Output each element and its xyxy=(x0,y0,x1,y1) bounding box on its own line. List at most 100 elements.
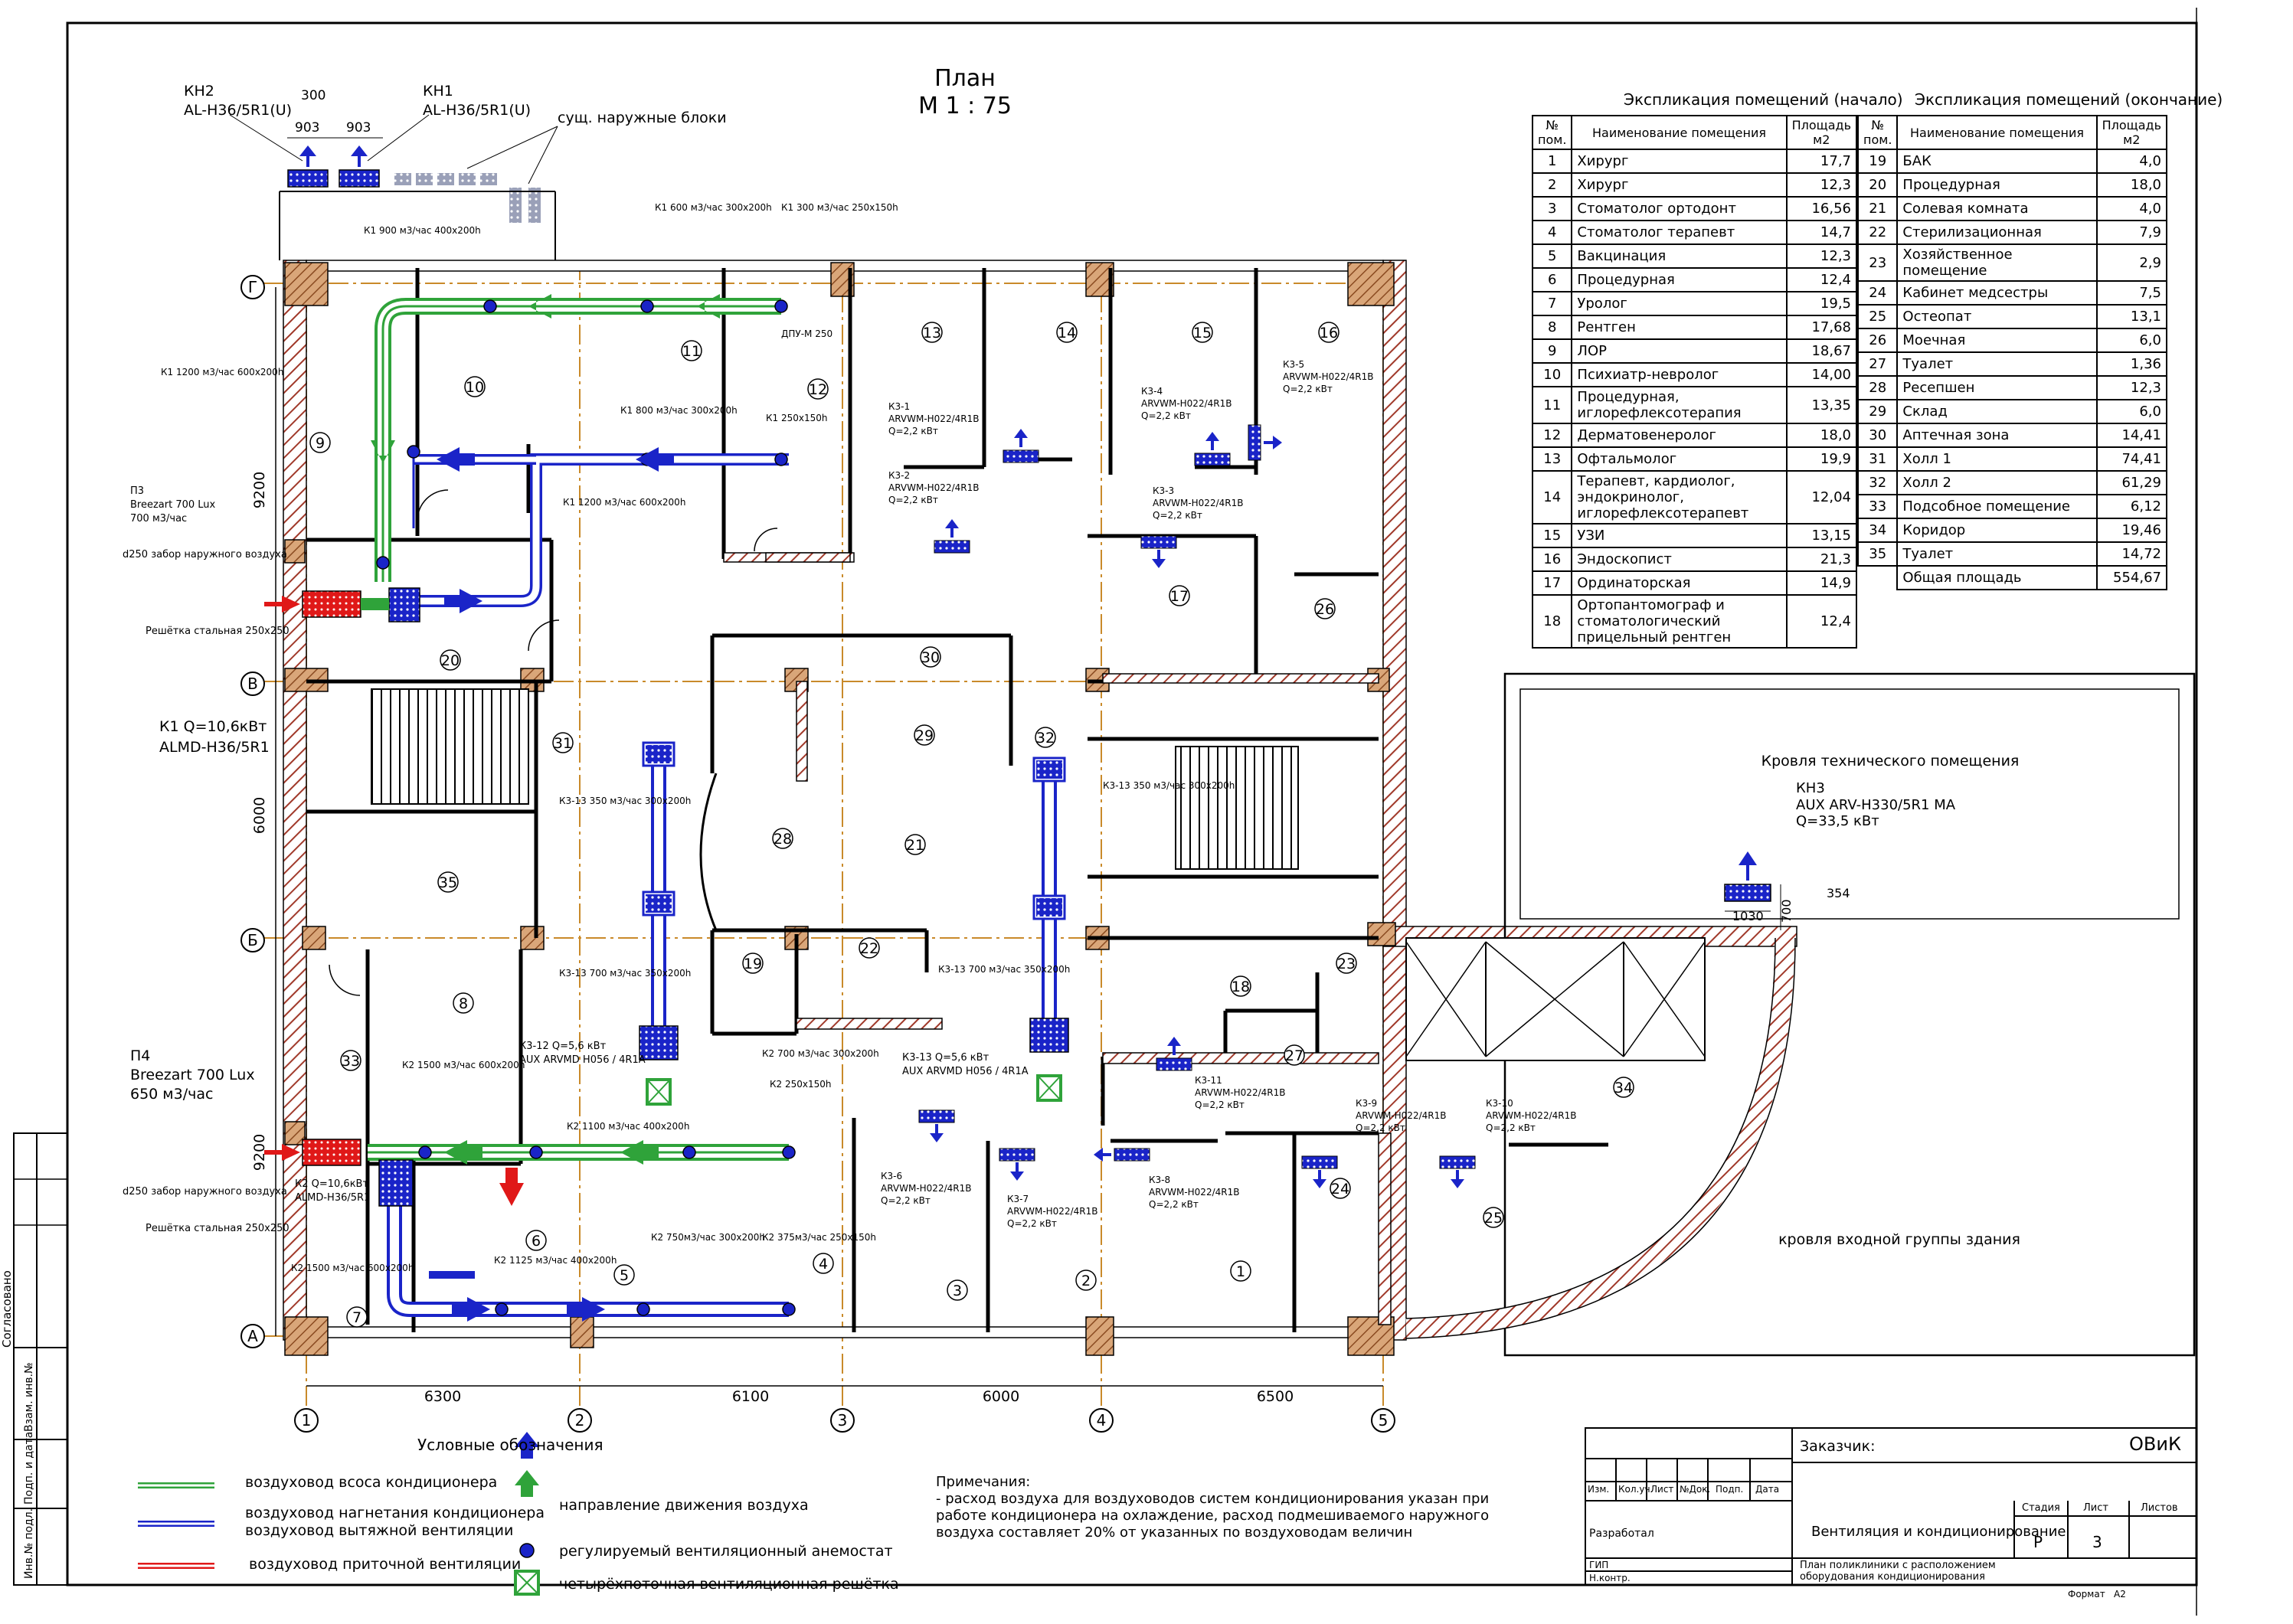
explication-title-end: Экспликация помещений (окончание) xyxy=(1915,90,2223,109)
room-name-cell: Офтальмолог xyxy=(1571,446,1788,472)
room-num-cell: 35 xyxy=(1856,541,1899,567)
total-area-label: Общая площадь xyxy=(1896,565,2098,590)
legend-graphics xyxy=(138,1432,540,1596)
svg-text:9200: 9200 xyxy=(251,472,268,508)
room-num-cell: 13 xyxy=(1531,446,1573,472)
svg-text:ARVWM-H022/4R1B: ARVWM-H022/4R1B xyxy=(1195,1087,1285,1098)
stamp-sign-date: Подп. и дата xyxy=(23,1432,35,1505)
svg-text:ARVWM-H022/4R1B: ARVWM-H022/4R1B xyxy=(1007,1206,1097,1217)
svg-text:13: 13 xyxy=(923,325,941,341)
p4-supply-unit xyxy=(302,1139,361,1166)
svg-text:9200: 9200 xyxy=(251,1134,268,1171)
svg-text:31: 31 xyxy=(554,735,572,752)
room-area-cell: 4,0 xyxy=(2095,196,2168,221)
notes-title: Примечания: xyxy=(936,1474,1031,1490)
svg-text:ARVWM-H022/4R1B: ARVWM-H022/4R1B xyxy=(1356,1110,1446,1121)
outdoor-units-top xyxy=(279,145,556,260)
col-area-header: Площадь м2 xyxy=(1785,115,1858,150)
dim-300: 300 xyxy=(301,88,325,103)
svg-text:Q=2,2 кВт: Q=2,2 кВт xyxy=(888,426,938,436)
plan-scale: М 1 : 75 xyxy=(918,93,1012,119)
legend-grille: четырёхпоточная вентиляционная решётка xyxy=(559,1576,899,1593)
tb-col-izm: Изм. xyxy=(1588,1484,1610,1495)
room-name-cell: Терапевт, кардиолог, эндокринолог, иглор… xyxy=(1571,470,1788,524)
svg-text:24: 24 xyxy=(1331,1181,1349,1198)
svg-text:К3-4: К3-4 xyxy=(1141,386,1163,397)
room-num-cell: 32 xyxy=(1856,470,1899,495)
svg-text:К2 750м3/час 300х200h: К2 750м3/час 300х200h xyxy=(651,1232,765,1243)
svg-text:ДПУ-М 250: ДПУ-М 250 xyxy=(781,328,832,339)
svg-text:1: 1 xyxy=(302,1411,312,1430)
svg-text:К1 250х150h: К1 250х150h xyxy=(766,413,827,423)
svg-text:Q=2,2 кВт: Q=2,2 кВт xyxy=(881,1195,931,1206)
room-area-cell: 4,0 xyxy=(2095,149,2168,174)
svg-text:29: 29 xyxy=(915,727,934,744)
room-area-cell: 14,41 xyxy=(2095,423,2168,448)
room-num-cell: 34 xyxy=(1856,518,1899,543)
svg-text:3: 3 xyxy=(838,1411,848,1430)
tb-sheets-label: Листов xyxy=(2141,1502,2178,1514)
tb-gip: ГИП xyxy=(1589,1560,1609,1570)
room-num-cell: 16 xyxy=(1531,547,1573,572)
room-area-cell: 7,5 xyxy=(2095,280,2168,306)
svg-text:6300: 6300 xyxy=(424,1388,461,1405)
svg-text:К1 Q=10,6кВт: К1 Q=10,6кВт xyxy=(159,718,267,735)
svg-text:К3-5: К3-5 xyxy=(1283,359,1304,370)
kn1-model: AL-H36/5R1(U) xyxy=(423,102,531,119)
side-stamp: Согласовано Взам. инв.№ Подп. и дата Инв… xyxy=(0,1132,68,1586)
top-leaders xyxy=(229,114,558,185)
svg-text:Решётка стальная 250х250: Решётка стальная 250х250 xyxy=(146,626,289,637)
notes-text: - расход воздуха для воздуховодов систем… xyxy=(936,1491,1490,1541)
svg-text:К3-2: К3-2 xyxy=(888,470,910,481)
svg-text:К3-13 Q=5,6 кВт: К3-13 Q=5,6 кВт xyxy=(902,1052,989,1064)
room-name-cell: Туалет xyxy=(1896,541,2098,567)
svg-text:9: 9 xyxy=(316,435,325,452)
svg-text:33: 33 xyxy=(342,1053,360,1070)
svg-text:К1 900 м3/час 400х200h: К1 900 м3/час 400х200h xyxy=(364,225,481,236)
notes-block: Примечания: - расход воздуха для воздухо… xyxy=(936,1474,1503,1541)
room-name-cell: Процедурная xyxy=(1571,267,1788,292)
legend-blue-duct-1: воздуховод нагнетания кондиционера xyxy=(245,1505,545,1521)
room-num-cell: 11 xyxy=(1531,386,1573,424)
room-name-cell: Рентген xyxy=(1571,315,1788,340)
room-name-cell: Моечная xyxy=(1896,328,2098,353)
svg-text:32: 32 xyxy=(1036,730,1055,747)
svg-text:К3-7: К3-7 xyxy=(1007,1194,1029,1204)
explication-table-start: № пом. Наименование помещения Площадь м2… xyxy=(1531,115,1858,649)
svg-text:К1 300 м3/час 250х150h: К1 300 м3/час 250х150h xyxy=(781,202,898,213)
room-num-cell: 22 xyxy=(1856,220,1899,245)
svg-text:26: 26 xyxy=(1316,601,1334,618)
svg-text:3: 3 xyxy=(953,1283,962,1299)
tb-col-ndok: №Док. xyxy=(1680,1484,1711,1495)
room-name-cell: Ресепшен xyxy=(1896,375,2098,400)
svg-text:К2 375м3/час 250х150h: К2 375м3/час 250х150h xyxy=(762,1232,876,1243)
svg-text:К3-13 700 м3/час 350х200h: К3-13 700 м3/час 350х200h xyxy=(559,968,691,979)
svg-text:20: 20 xyxy=(441,652,460,669)
outdoor-unit-kn3 xyxy=(1724,851,1781,930)
k3-wall-units xyxy=(918,424,1476,1188)
room-area-cell: 61,29 xyxy=(2095,470,2168,495)
svg-text:23: 23 xyxy=(1337,956,1356,972)
k2-indoor-unit xyxy=(378,1159,414,1207)
explication-title-start: Экспликация помещений (начало) xyxy=(1624,90,1903,109)
title-block-frame xyxy=(1585,1427,2197,1586)
room-num-cell: 5 xyxy=(1531,243,1573,269)
svg-text:6000: 6000 xyxy=(251,797,268,834)
svg-text:ARVWM-H022/4R1B: ARVWM-H022/4R1B xyxy=(1141,398,1232,409)
svg-text:Б: Б xyxy=(247,931,258,949)
